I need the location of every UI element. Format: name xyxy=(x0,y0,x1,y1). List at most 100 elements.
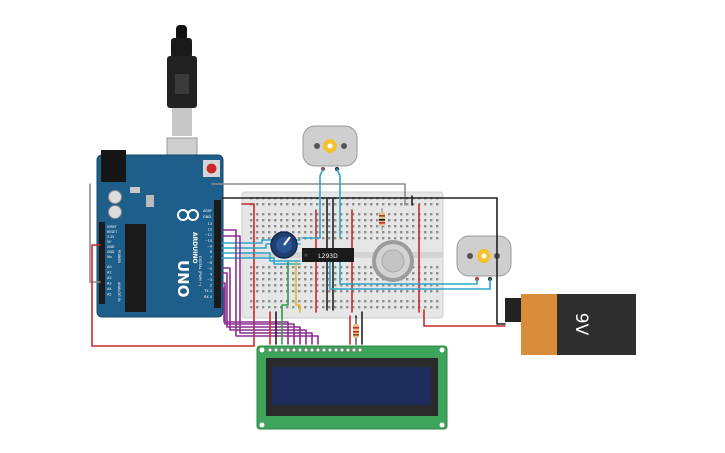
breadboard-hole[interactable] xyxy=(304,225,307,228)
breadboard-hole[interactable] xyxy=(352,284,355,287)
breadboard-hole[interactable] xyxy=(334,237,337,240)
breadboard-hole[interactable] xyxy=(364,203,367,206)
breadboard-hole[interactable] xyxy=(286,225,289,228)
breadboard-hole[interactable] xyxy=(334,225,337,228)
breadboard-hole[interactable] xyxy=(298,284,301,287)
breadboard-hole[interactable] xyxy=(322,266,325,269)
breadboard-hole[interactable] xyxy=(382,290,385,293)
lcd-pin[interactable] xyxy=(303,347,309,353)
arduino-uno-board[interactable]: ARDUINO UNO DIGITAL (PWM ~) POWER ANALOG… xyxy=(96,150,224,318)
breadboard-hole[interactable] xyxy=(322,278,325,281)
breadboard-hole[interactable] xyxy=(280,219,283,222)
breadboard-hole[interactable] xyxy=(424,203,427,206)
breadboard-hole[interactable] xyxy=(328,213,331,216)
breadboard-hole[interactable] xyxy=(376,225,379,228)
dc-motor-top[interactable] xyxy=(302,125,358,171)
breadboard-hole[interactable] xyxy=(406,300,409,303)
breadboard-hole[interactable] xyxy=(364,231,367,234)
breadboard-hole[interactable] xyxy=(430,278,433,281)
breadboard-hole[interactable] xyxy=(424,300,427,303)
breadboard-hole[interactable] xyxy=(346,237,349,240)
breadboard-hole[interactable] xyxy=(436,203,439,206)
breadboard-hole[interactable] xyxy=(436,219,439,222)
breadboard-hole[interactable] xyxy=(328,219,331,222)
breadboard-hole[interactable] xyxy=(376,213,379,216)
breadboard-hole[interactable] xyxy=(274,231,277,234)
lcd-pin[interactable] xyxy=(291,347,297,353)
breadboard-hole[interactable] xyxy=(262,272,265,275)
breadboard-hole[interactable] xyxy=(376,290,379,293)
battery-clip[interactable] xyxy=(505,298,521,322)
breadboard-hole[interactable] xyxy=(262,266,265,269)
breadboard-hole[interactable] xyxy=(424,278,427,281)
breadboard-hole[interactable] xyxy=(328,237,331,240)
breadboard-hole[interactable] xyxy=(382,203,385,206)
wire-purple-lcd-1[interactable] xyxy=(221,229,319,345)
breadboard-hole[interactable] xyxy=(430,272,433,275)
breadboard-hole[interactable] xyxy=(256,266,259,269)
lcd-pin[interactable] xyxy=(327,347,333,353)
breadboard-hole[interactable] xyxy=(298,231,301,234)
breadboard-hole[interactable] xyxy=(250,225,253,228)
breadboard-hole[interactable] xyxy=(298,300,301,303)
breadboard-hole[interactable] xyxy=(346,272,349,275)
breadboard-hole[interactable] xyxy=(424,213,427,216)
breadboard-hole[interactable] xyxy=(412,266,415,269)
breadboard-hole[interactable] xyxy=(262,300,265,303)
breadboard-hole[interactable] xyxy=(436,272,439,275)
breadboard-hole[interactable] xyxy=(340,213,343,216)
breadboard-hole[interactable] xyxy=(400,213,403,216)
breadboard-hole[interactable] xyxy=(292,213,295,216)
resistor-lcd-backlight[interactable] xyxy=(353,318,359,344)
breadboard-hole[interactable] xyxy=(262,284,265,287)
breadboard-hole[interactable] xyxy=(370,306,373,309)
breadboard-hole[interactable] xyxy=(424,225,427,228)
breadboard-hole[interactable] xyxy=(394,213,397,216)
breadboard-hole[interactable] xyxy=(256,203,259,206)
breadboard-hole[interactable] xyxy=(292,290,295,293)
breadboard-hole[interactable] xyxy=(346,284,349,287)
breadboard-hole[interactable] xyxy=(394,219,397,222)
breadboard-hole[interactable] xyxy=(430,284,433,287)
breadboard-hole[interactable] xyxy=(400,284,403,287)
breadboard-hole[interactable] xyxy=(370,272,373,275)
battery-9v[interactable]: 9V xyxy=(505,294,636,355)
breadboard-hole[interactable] xyxy=(250,272,253,275)
breadboard-hole[interactable] xyxy=(388,306,391,309)
breadboard-hole[interactable] xyxy=(334,272,337,275)
breadboard-hole[interactable] xyxy=(406,225,409,228)
breadboard-hole[interactable] xyxy=(268,278,271,281)
breadboard-hole[interactable] xyxy=(334,278,337,281)
gas-sensor[interactable] xyxy=(372,240,414,282)
breadboard-hole[interactable] xyxy=(388,237,391,240)
breadboard-hole[interactable] xyxy=(250,266,253,269)
breadboard-hole[interactable] xyxy=(370,225,373,228)
breadboard-hole[interactable] xyxy=(274,266,277,269)
breadboard-hole[interactable] xyxy=(304,306,307,309)
breadboard-hole[interactable] xyxy=(250,237,253,240)
breadboard-hole[interactable] xyxy=(340,266,343,269)
breadboard-hole[interactable] xyxy=(352,237,355,240)
breadboard-hole[interactable] xyxy=(436,306,439,309)
breadboard-hole[interactable] xyxy=(304,278,307,281)
breadboard-hole[interactable] xyxy=(292,284,295,287)
breadboard-hole[interactable] xyxy=(298,225,301,228)
breadboard-hole[interactable] xyxy=(310,203,313,206)
breadboard-hole[interactable] xyxy=(310,290,313,293)
breadboard-hole[interactable] xyxy=(424,272,427,275)
breadboard-hole[interactable] xyxy=(268,225,271,228)
breadboard-hole[interactable] xyxy=(352,300,355,303)
breadboard-hole[interactable] xyxy=(310,306,313,309)
lcd-pin[interactable] xyxy=(309,347,315,353)
breadboard-hole[interactable] xyxy=(310,300,313,303)
breadboard-hole[interactable] xyxy=(364,278,367,281)
breadboard-hole[interactable] xyxy=(298,272,301,275)
breadboard-hole[interactable] xyxy=(268,213,271,216)
breadboard-hole[interactable] xyxy=(346,300,349,303)
breadboard-hole[interactable] xyxy=(400,290,403,293)
breadboard-hole[interactable] xyxy=(358,290,361,293)
lcd-pin[interactable] xyxy=(267,347,273,353)
breadboard-hole[interactable] xyxy=(256,284,259,287)
breadboard-hole[interactable] xyxy=(382,300,385,303)
breadboard-hole[interactable] xyxy=(436,237,439,240)
